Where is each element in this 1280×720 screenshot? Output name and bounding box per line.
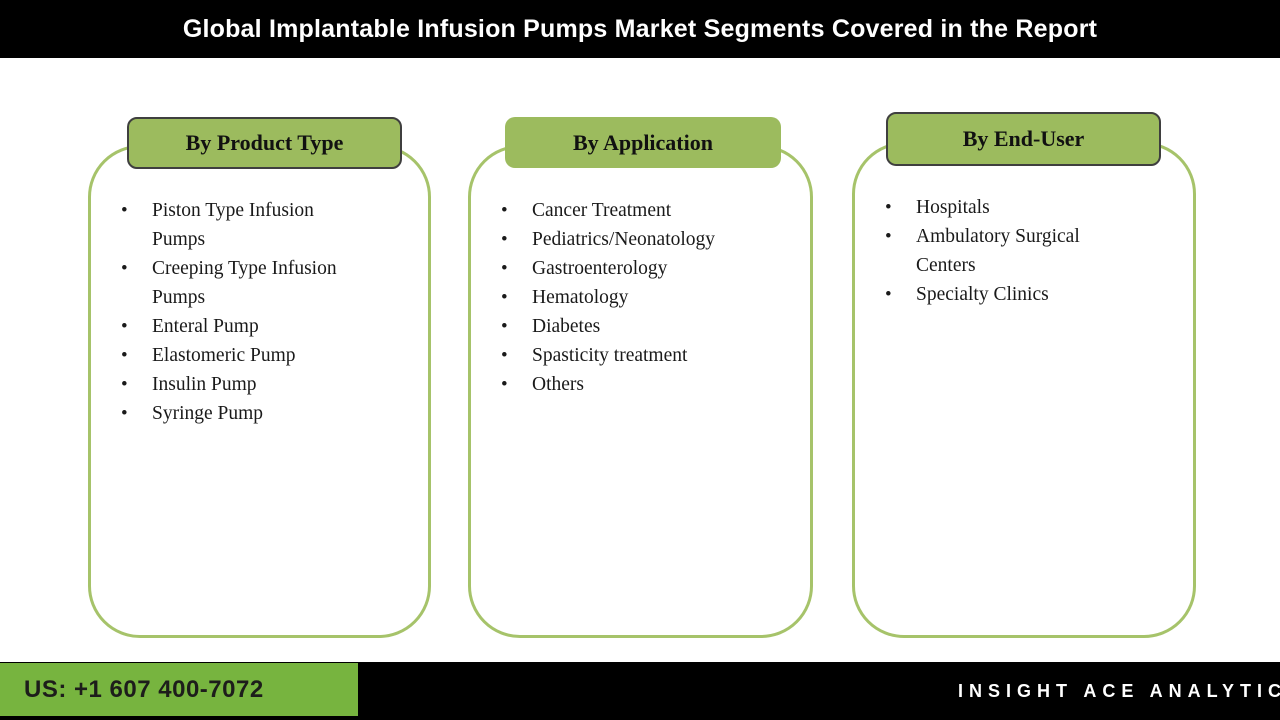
phone-number: US: +1 607 400-7072 [24, 675, 264, 703]
segment-box-product-type: Piston Type Infusion PumpsCreeping Type … [88, 145, 431, 638]
segment-heading-application: By Application [505, 117, 781, 168]
footer-bar: US: +1 607 400-7072 INSIGHT ACE ANALYTIC [0, 662, 1280, 720]
list-item: Specialty Clinics [883, 280, 1131, 309]
list-item: Others [499, 370, 780, 399]
list-item: Insulin Pump [119, 370, 358, 399]
list-item: Creeping Type Infusion Pumps [119, 254, 358, 312]
list-item: Hospitals [883, 193, 1131, 222]
list-item: Cancer Treatment [499, 196, 780, 225]
brand-name: INSIGHT ACE ANALYTIC [958, 680, 1280, 701]
list-item: Elastomeric Pump [119, 341, 358, 370]
segment-heading-end-user: By End-User [886, 112, 1161, 166]
list-item: Ambulatory Surgical Centers [883, 222, 1131, 280]
list-item: Hematology [499, 283, 780, 312]
list-item: Spasticity treatment [499, 341, 780, 370]
segment-heading-label: By Application [573, 129, 713, 155]
segment-box-application: Cancer TreatmentPediatrics/NeonatologyGa… [468, 145, 813, 638]
segment-list-product-type: Piston Type Infusion PumpsCreeping Type … [91, 148, 428, 428]
segment-heading-product-type: By Product Type [127, 117, 402, 169]
segment-heading-label: By Product Type [185, 130, 344, 155]
list-item: Pediatrics/Neonatology [499, 225, 780, 254]
segment-list-application: Cancer TreatmentPediatrics/NeonatologyGa… [471, 148, 810, 399]
list-item: Piston Type Infusion Pumps [119, 196, 358, 254]
header-bar: Global Implantable Infusion Pumps Market… [0, 0, 1280, 58]
segment-heading-label: By End-User [962, 126, 1085, 151]
segment-box-end-user: HospitalsAmbulatory Surgical CentersSpec… [852, 142, 1196, 638]
footer-phone-panel: US: +1 607 400-7072 [0, 663, 358, 716]
segment-list-end-user: HospitalsAmbulatory Surgical CentersSpec… [855, 145, 1193, 309]
list-item: Enteral Pump [119, 312, 358, 341]
list-item: Gastroenterology [499, 254, 780, 283]
list-item: Syringe Pump [119, 399, 358, 428]
page-title: Global Implantable Infusion Pumps Market… [182, 14, 1098, 43]
list-item: Diabetes [499, 312, 780, 341]
